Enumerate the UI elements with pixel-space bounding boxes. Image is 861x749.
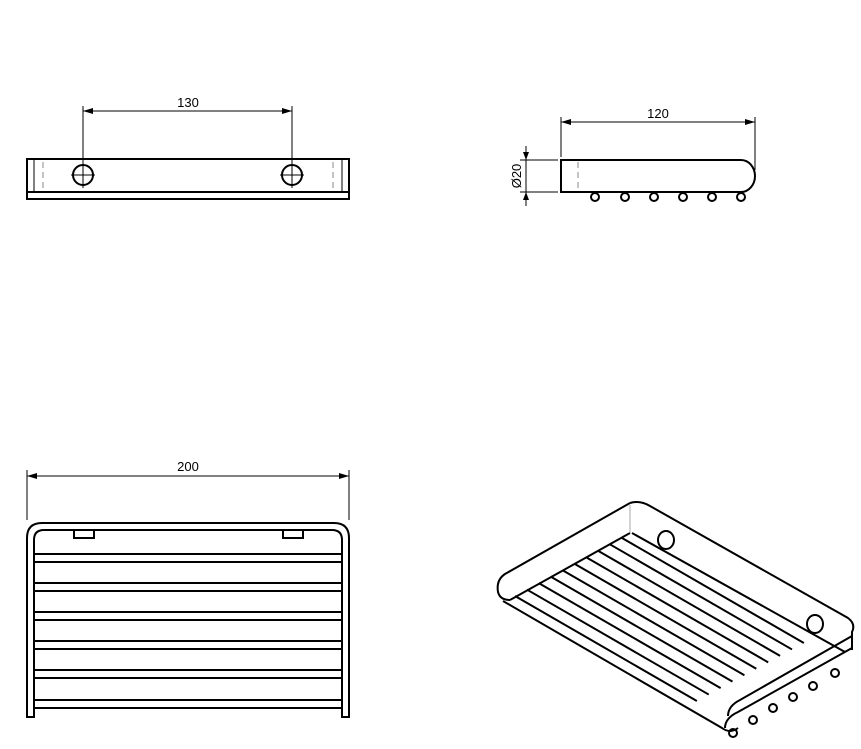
wall-peg-right [806,614,824,634]
mounting-hole-left [71,163,95,188]
iso-rod-ends [728,668,840,738]
dimension-label-120: 120 [647,106,669,121]
rod-ends [590,192,746,202]
dimension-label-diameter: Ø20 [509,164,524,189]
rail [33,553,343,563]
rod-end-circle [649,192,659,202]
bar-base [26,191,350,200]
tray-side-profile [560,159,756,193]
front-view: 130 [26,95,350,200]
rail [538,582,722,689]
dimension-label-130: 130 [177,95,199,110]
rails [33,553,343,709]
rail [585,556,769,664]
rail [33,582,343,592]
rail [609,543,793,651]
mounting-hole-right [280,163,304,188]
rail [33,640,343,650]
left-wall-top-edge [496,502,631,601]
rod-end-circle [678,192,688,202]
rod-end-circle [736,192,746,202]
left-wall-inner-edge [509,532,631,601]
rod-end [728,728,738,738]
wall-mount-right [282,529,304,539]
rail [562,569,745,677]
front-wall-inner-edge [727,635,853,717]
rod-end-circle [590,192,600,202]
rail [514,595,698,702]
rod-end [788,692,798,702]
front-bottom-edge [502,600,739,732]
rail [597,550,781,657]
back-wall-top-edge [629,501,855,650]
rod-end [768,703,778,713]
wall-mount-left [73,529,95,539]
dimension-label-200: 200 [177,459,199,474]
wall-peg-left [657,530,675,550]
rail [573,562,757,670]
side-view: 120 Ø20 [509,106,756,206]
rail [33,669,343,679]
isometric-view [496,501,855,738]
front-wall-top-edge [724,647,853,729]
rod-end [748,715,758,725]
iso-rails [514,537,805,702]
rod-end-circle [620,192,630,202]
rod-end [808,681,818,691]
rod-end-circle [707,192,717,202]
rail [526,588,710,696]
rod-end [830,668,840,678]
rail [621,537,805,644]
rail [33,611,343,621]
back-wall-inner-edge [631,532,846,653]
top-view: 200 [26,459,350,718]
rail [33,699,343,709]
tray-frame [26,522,350,718]
rail [550,575,734,683]
